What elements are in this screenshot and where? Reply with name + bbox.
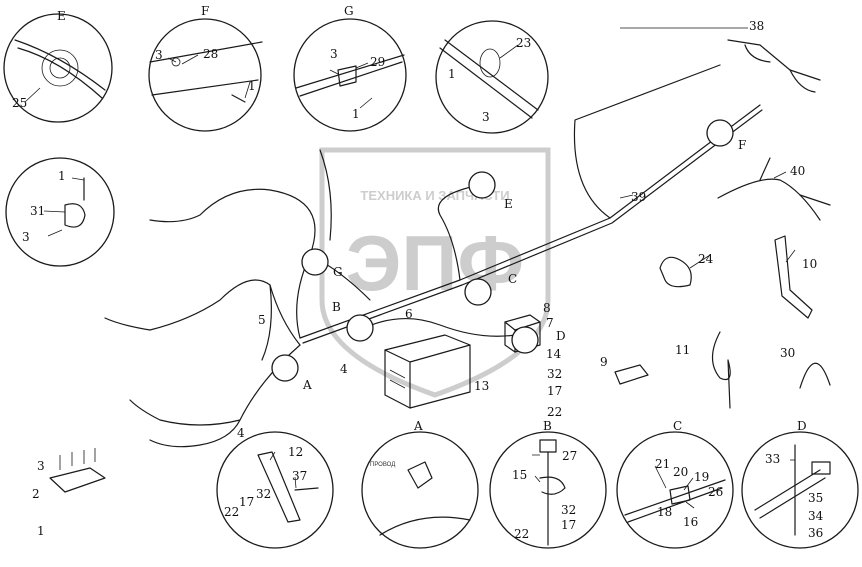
part-label-32: 32 [547,367,562,381]
part-label-3-F: 3 [155,48,163,62]
part-label-1-23: 1 [448,67,456,81]
part-label-31: 31 [30,204,45,218]
detail-E-circle [3,13,113,123]
part-label-3-31: 3 [22,230,30,244]
part-label-1-block: 1 [37,524,45,538]
part-9-bracket [614,364,649,385]
part-label-5: 5 [258,313,266,327]
label-detail-E: E [57,9,66,23]
part-label-18: 18 [657,505,672,519]
part-label-32-B: 32 [561,503,576,517]
part-label-22: 22 [547,405,562,419]
part-label-8: 8 [543,301,551,315]
detail-B-frame-circle [361,431,479,549]
part-label-1-31: 1 [58,169,66,183]
part-38-harness [727,39,821,93]
part-label-12: 12 [288,445,303,459]
part-label-15: 15 [512,468,527,482]
part-label-1-F: 1 [248,79,256,93]
part-label-35: 35 [808,491,823,505]
harness-callouts [271,119,734,382]
part-label-10: 10 [802,257,817,271]
part-label-22-B: 22 [514,527,529,541]
part-label-38: 38 [749,19,764,33]
part-label-11: 11 [675,343,690,357]
part-label-13: 13 [474,379,489,393]
part-label-4-b: 4 [237,426,245,440]
part-label-1-G: 1 [352,107,360,121]
label-detail-A: A [413,419,423,433]
part-label-24: 24 [698,252,714,266]
part-label-3-G: 3 [330,47,338,61]
label-detail-F: F [201,4,209,18]
label-detail-C: C [673,419,682,433]
part-label-21: 21 [655,457,670,471]
watermark: ТЕХНИКА И ЗАПЧАСТИ ЭПФ [319,147,551,398]
part-label-17-B: 17 [561,518,576,532]
part-label-3-23: 3 [482,110,490,124]
part-label-9: 9 [600,355,608,369]
detail-G-circle [293,18,407,132]
part-label-25: 25 [12,96,27,110]
label-ref-A: A [302,378,312,392]
part-label-2: 2 [32,487,40,501]
leader-lines [24,27,796,509]
label-ref-F: F [738,138,746,152]
detail-A-circle [216,431,334,549]
part-label-19: 19 [694,470,709,484]
label-ref-G: G [333,265,343,279]
part-label-4-a: 4 [340,362,348,376]
part-label-20: 20 [673,465,688,479]
part-label-17: 17 [547,384,562,398]
callout-labels: E F G A B C D A B C D E F G [57,4,807,433]
part-number-labels: 25 3 28 1 3 29 1 23 1 3 38 39 40 1 31 3 … [12,19,824,541]
part-label-26: 26 [708,485,723,499]
watermark-logo: ЭПФ [346,219,524,307]
detail-D-circle [741,431,859,549]
detail-C-circle [616,431,734,549]
detail-B-circle [489,431,607,549]
part-label-30: 30 [780,346,795,360]
part-label-32-A: 32 [256,487,271,501]
label-ref-B: B [332,300,341,314]
part-label-16: 16 [683,515,698,529]
part-label-39: 39 [631,190,646,204]
detail-F-circle [148,18,263,132]
part-30-bow [799,362,831,389]
part-label-29: 29 [370,55,385,69]
part-label-22-A: 22 [224,505,239,519]
part-24-clamp [659,256,692,288]
label-detail-G: G [344,4,354,18]
label-ref-D: D [556,329,566,343]
part-40-harness [717,157,831,221]
part-label-23: 23 [516,36,531,50]
part-2-connector-block [49,448,106,493]
label-ref-C: C [508,272,517,286]
part-label-37: 37 [292,469,307,483]
label-detail-B: B [543,419,552,433]
part-10-bracket [774,235,813,319]
label-detail-D: D [797,419,807,433]
part-label-14: 14 [546,347,562,361]
part-label-40: 40 [790,164,805,178]
part-label-36: 36 [808,526,823,540]
part-label-27-B: 27 [562,449,577,463]
part-label-28: 28 [203,47,218,61]
label-ref-E: E [504,197,513,211]
part-label-3-block: 3 [37,459,45,473]
part-label-7: 7 [546,316,554,330]
wire-tag: ПРОВОД [370,462,395,468]
detail-23-circle [435,20,549,134]
part-label-34: 34 [808,509,824,523]
part-label-17-A: 17 [239,495,254,509]
part-11-spring [711,331,731,409]
part-label-33: 33 [765,452,780,466]
part-label-6: 6 [405,307,413,321]
battery [384,334,471,409]
